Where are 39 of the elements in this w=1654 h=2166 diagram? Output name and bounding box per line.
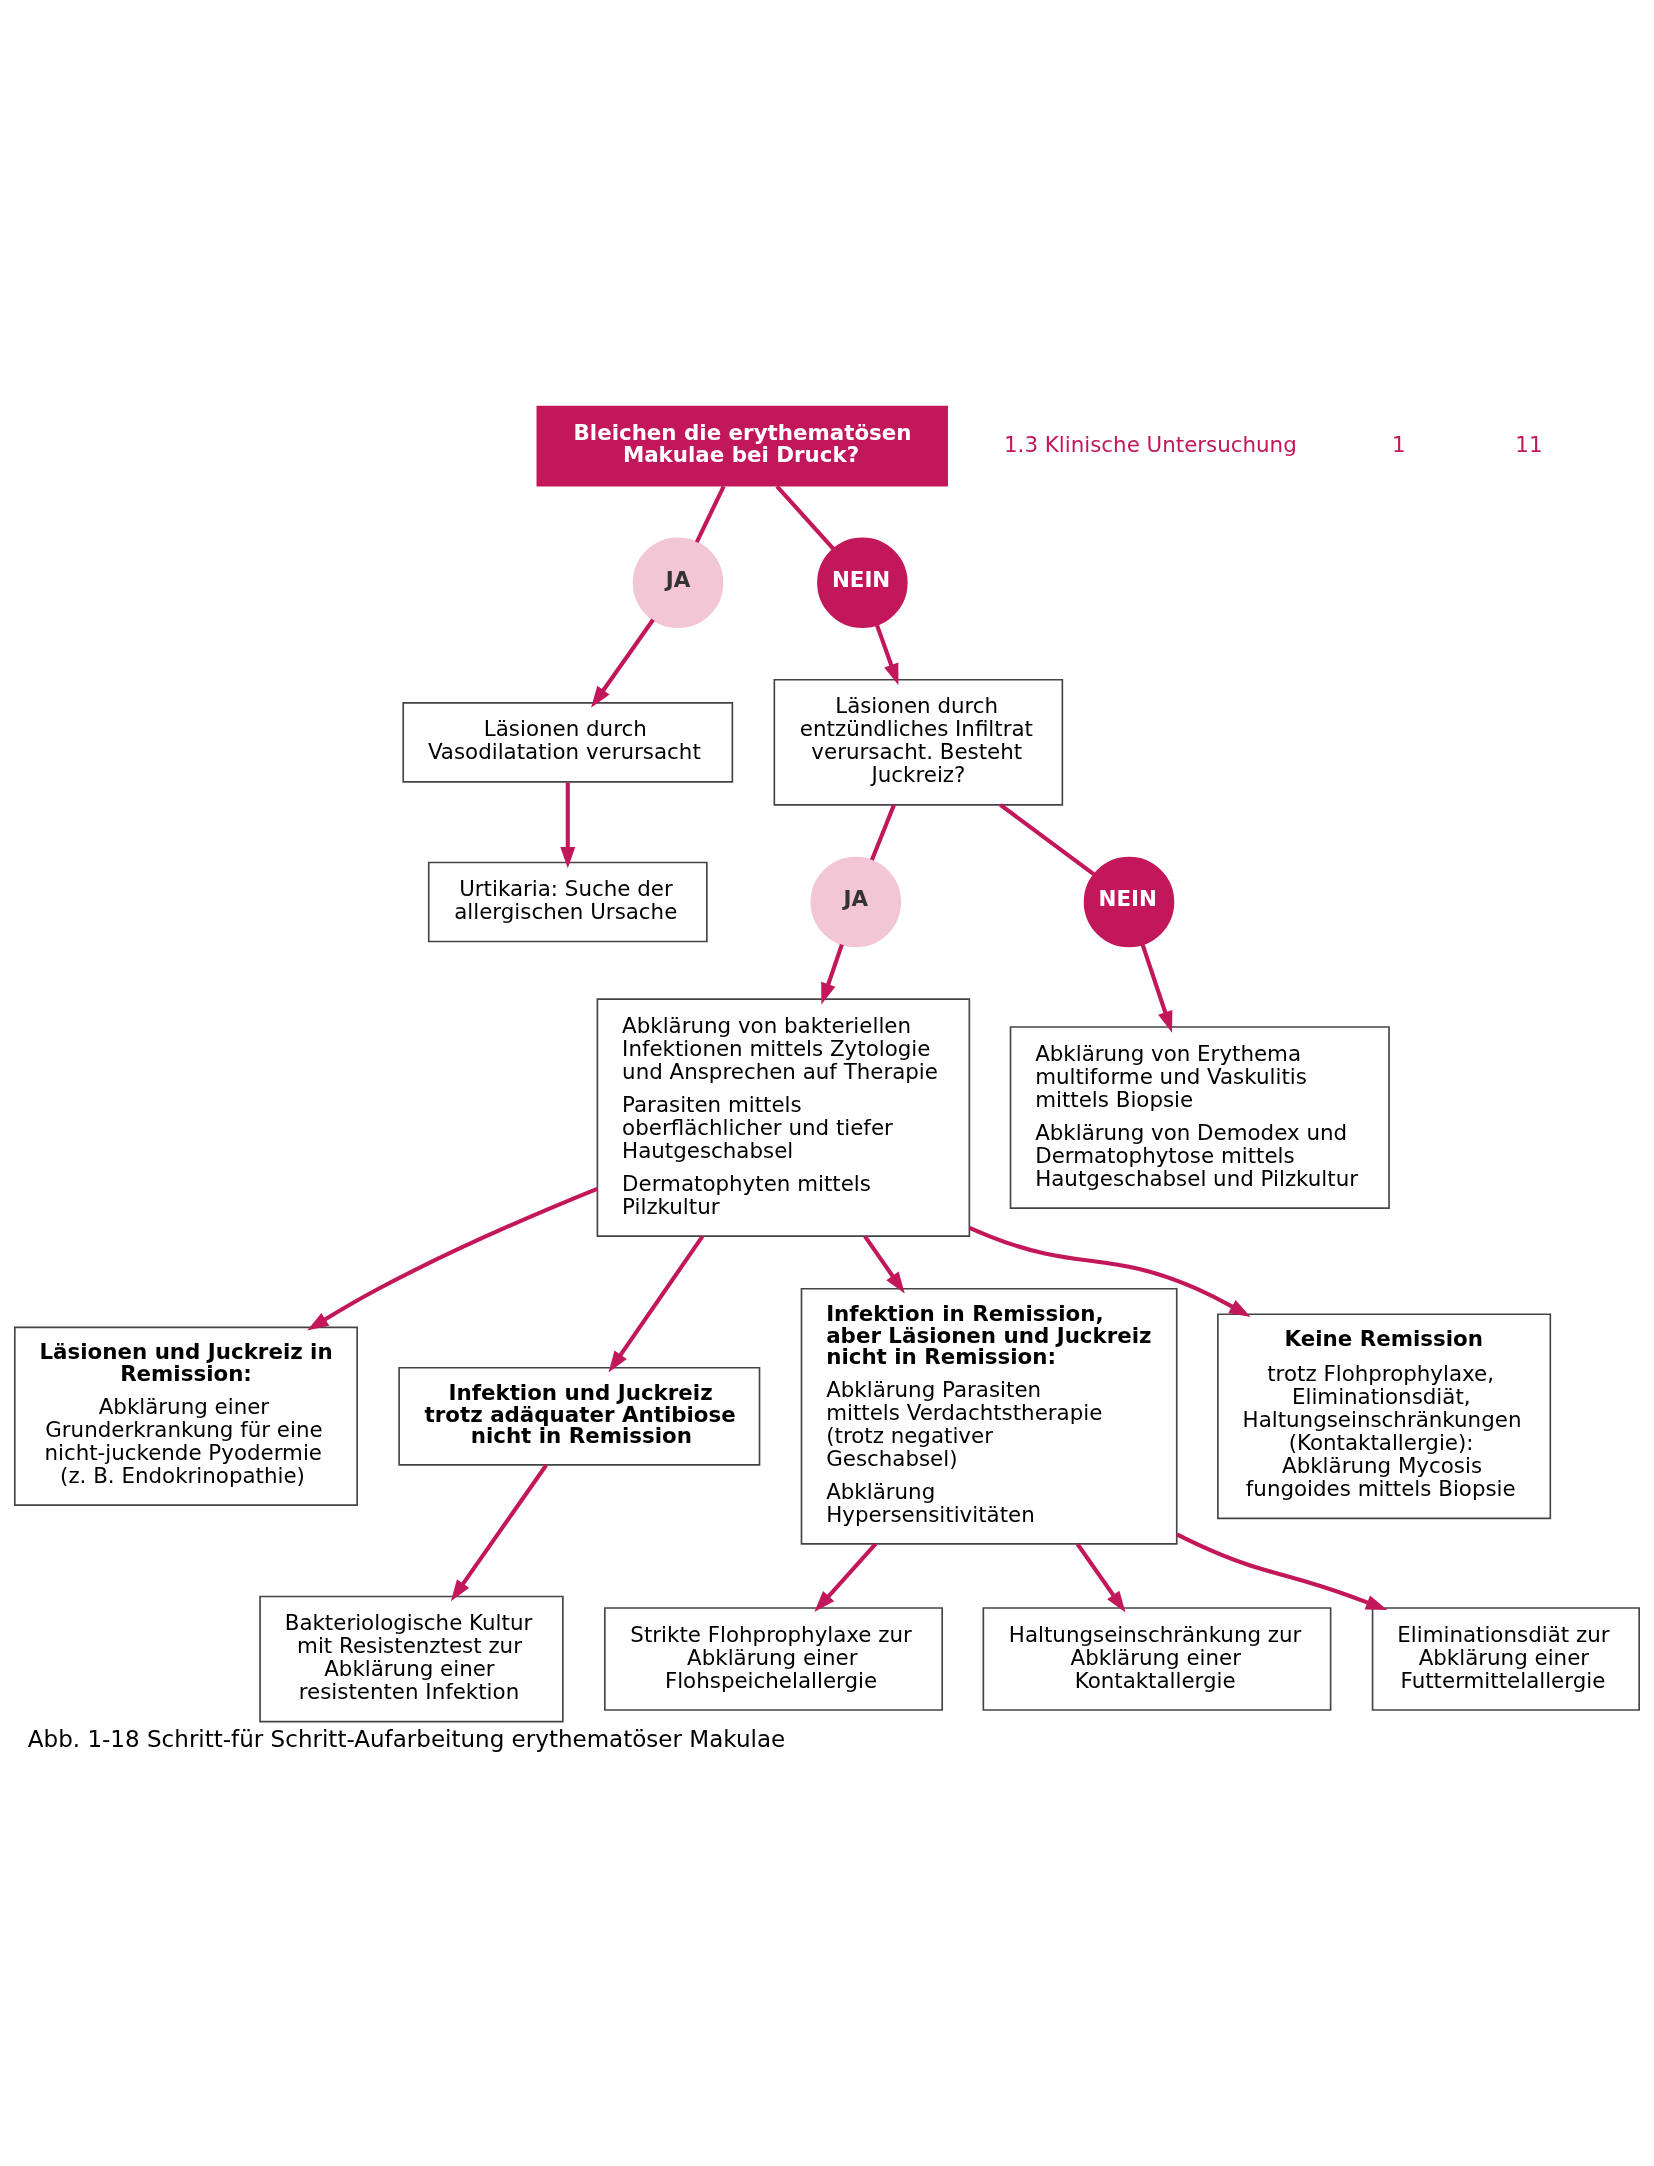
connector [694, 485, 726, 543]
node-box: Keine Remission trotz Flohprophylaxe, Eliminationsdiät, Haltungseinschränkungen (Kontaktallergie): Abklärung Mycosis fungoides mittels Biopsie [1217, 1313, 1552, 1520]
connector [775, 484, 835, 551]
node-circle: NEIN [1083, 856, 1175, 948]
node-box: Abklärung von Erythema multiforme und Vaskulitis mittels Biopsie Abklärung von Demodex und Dermatophytose mittels Hautgeschabsel und Pilzkultur [1009, 1026, 1390, 1209]
arrow [968, 1225, 1251, 1318]
arrow [1140, 943, 1173, 1033]
connector [999, 803, 1095, 876]
node-circle: JA [810, 856, 902, 948]
arrow [560, 782, 576, 869]
caption: Abb. 1-18 Schritt-für Schritt-Aufarbeitung erythematöser Makulae [27, 1725, 786, 1752]
arrow [450, 1464, 548, 1602]
arrow [875, 624, 899, 686]
node-box: Eliminationsdiät zur Abklärung einer Futtermittelallergie [1371, 1607, 1640, 1711]
arrow [821, 943, 844, 1005]
node-box: Bakteriologische Kultur mit Resistenztest zur Abklärung einer resistenten Infektion [259, 1595, 564, 1723]
arrow [863, 1235, 905, 1294]
node-circle: NEIN [817, 537, 908, 628]
arrow [608, 1235, 705, 1373]
node-box: Abklärung von bakteriellen Infektionen mittels Zytologie und Ansprechen auf Therapie Parasiten mittels oberflächlicher und tiefer Hautgeschabsel Dermatophyten mittels Pilzkultur [596, 998, 971, 1237]
arrow [591, 618, 655, 708]
node-box: Urtikaria: Suche der allergischen Ursache [427, 861, 708, 943]
node-box: Läsionen durch entzündliches Infiltrat verursacht. Besteht Juckreiz? [773, 678, 1064, 806]
node-box: Infektion in Remission, aber Läsionen und Juckreiz nicht in Remission: Abklärung Parasiten mittels Verdachtstherapie (trotz negativer Geschabsel) Abklärung Hypersensitivitäten [800, 1287, 1178, 1545]
node-box: Infektion und Juckreiz trotz adäquater Antibiose nicht in Remission [398, 1366, 761, 1466]
arrow [1175, 1532, 1388, 1611]
arrow [814, 1542, 878, 1613]
arrow [1075, 1542, 1126, 1613]
node-box: Strikte Flohprophylaxe zur Abklärung einer Flohspeichelallergie [604, 1607, 944, 1711]
label: 1 [1392, 431, 1406, 457]
node-box: Bleichen die erythematösen Makulae bei Druck? [536, 405, 948, 487]
arrow [307, 1186, 598, 1331]
connector [870, 804, 896, 861]
node-circle: JA [632, 537, 724, 628]
label: 1.3 Klinische Untersuchung [1004, 431, 1297, 457]
node-box: Läsionen und Juckreiz in Remission: Abklärung einer Grunderkrankung für eine nicht-juckende Pyodermie (z. B. Endokrinopathie) [14, 1326, 358, 1506]
node-box: Haltungseinschränkung zur Abklärung einer Kontaktallergie [982, 1607, 1332, 1711]
node-box: Läsionen durch Vasodilatation verursacht [402, 702, 734, 783]
label: 11 [1515, 431, 1543, 457]
